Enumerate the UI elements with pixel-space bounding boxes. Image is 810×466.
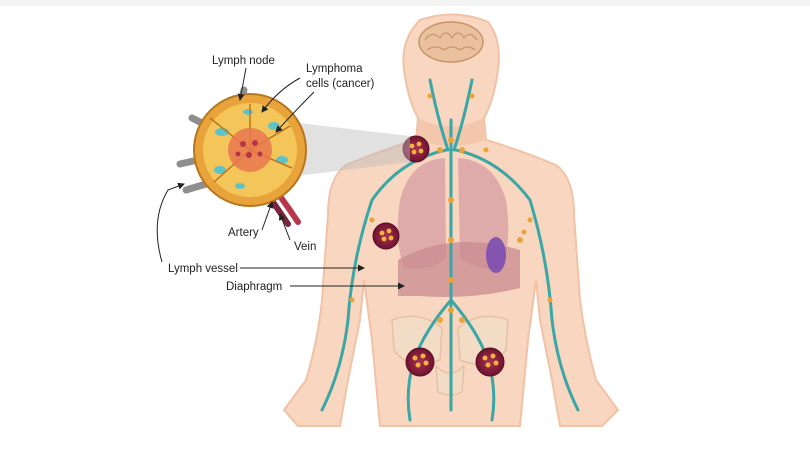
arrow-lymphoma-a — [261, 77, 301, 113]
label-vein: Vein — [294, 241, 316, 253]
arrow-lymph-node — [237, 67, 247, 101]
arrow-artery — [261, 201, 274, 231]
label-lymph-node: Lymph node — [212, 55, 275, 67]
top-strip — [0, 0, 810, 6]
magnification-cone — [290, 122, 410, 176]
diaphragm — [398, 237, 520, 297]
arrow-lymphoma-b — [275, 91, 315, 133]
label-artery: Artery — [228, 227, 259, 239]
arrow-vein — [278, 213, 291, 241]
tumor-nodes — [372, 135, 505, 377]
label-lymph-vessel: Lymph vessel — [168, 263, 238, 275]
brain — [418, 21, 484, 63]
arrow-lymph-vessel-node — [156, 182, 185, 263]
label-diaphragm: Diaphragm — [226, 281, 282, 293]
label-lymphoma-line2: cells (cancer) — [306, 78, 375, 90]
label-lymphoma-line1: Lymphoma — [306, 63, 363, 75]
enlarged-lymph-node — [176, 86, 307, 227]
